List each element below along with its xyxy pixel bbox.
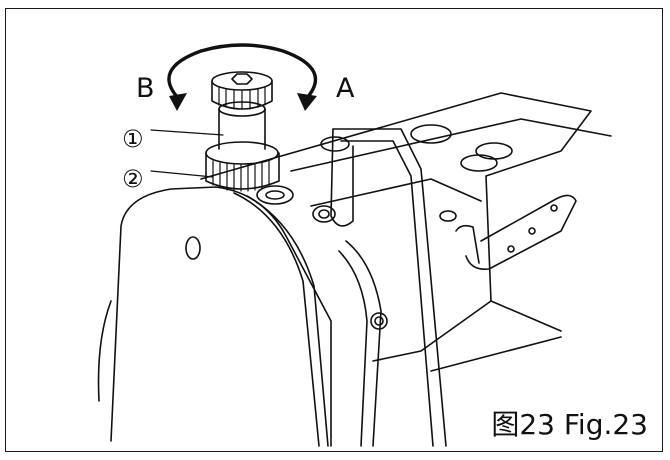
pressure-regulator [205,71,294,205]
take-up-plate [338,240,388,447]
callout-leaders [150,129,224,178]
figure-frame: A B ① ② 图23 Fig.23 [5,8,663,452]
sewing-machine-head-illustration [97,43,612,447]
screw [312,205,336,223]
callout-1-label: ① [122,125,144,153]
oil-caps [320,124,513,172]
direction-b-label: B [136,73,155,104]
callout-2-label: ② [122,165,144,193]
machine-arm [200,92,612,372]
direction-a-label: A [336,73,355,104]
thread-guide [439,194,577,271]
rotation-arrow [167,43,318,111]
thread-guard [330,128,447,447]
face-plate [97,186,332,447]
figure-caption: 图23 Fig.23 [491,408,648,441]
